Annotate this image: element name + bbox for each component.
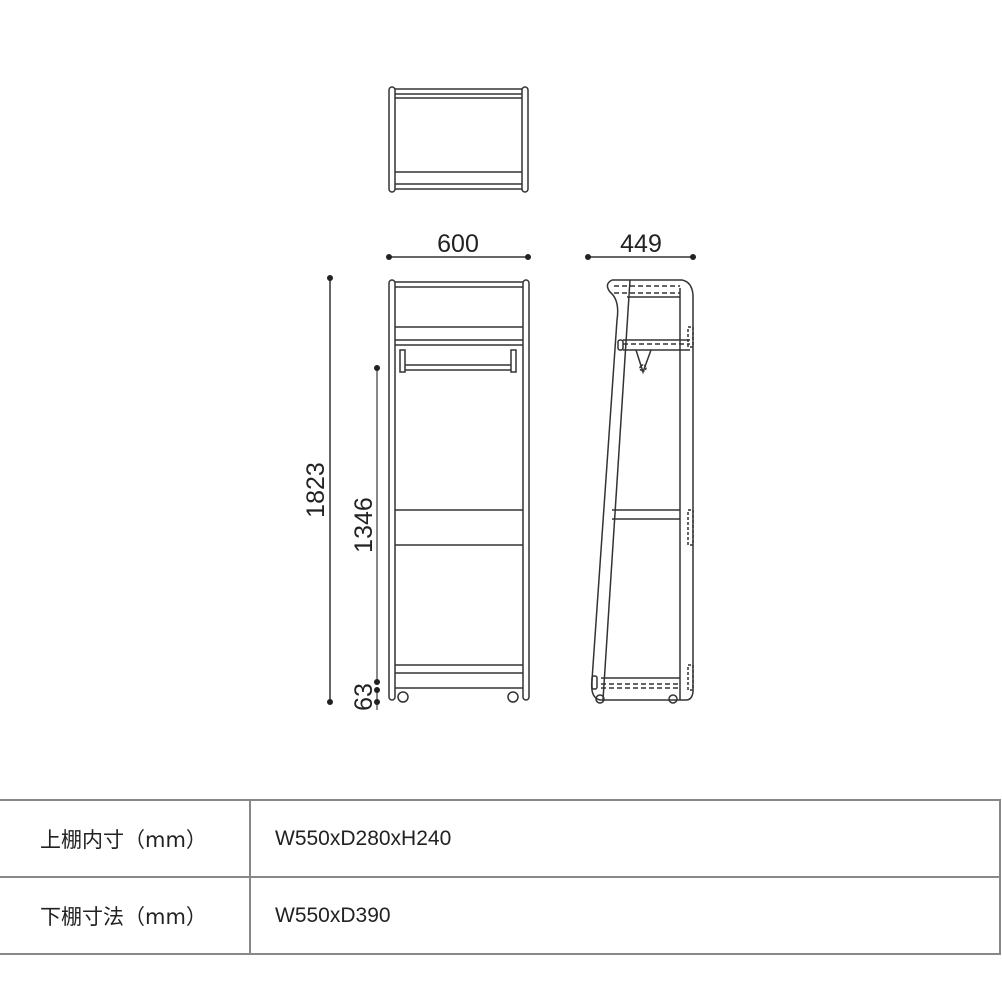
clearance-dimension: 63 [350, 683, 380, 711]
depth-label: 449 [620, 230, 662, 258]
rail-height-label: 1346 [350, 497, 378, 553]
caster-icon [397, 691, 409, 703]
total-height-dimension: 1823 [302, 275, 333, 705]
depth-dimension: 449 [585, 230, 696, 260]
caster-icon [668, 694, 678, 704]
caster-icon [507, 691, 519, 703]
total-height-label: 1823 [302, 462, 330, 518]
side-view [590, 279, 694, 704]
width-label: 600 [437, 230, 479, 258]
lower-shelf-value: W550xD390 [249, 876, 1001, 955]
table-row: 上棚内寸（mm） W550xD280xH240 [0, 799, 1001, 878]
clearance-label: 63 [350, 683, 378, 711]
top-view [388, 86, 529, 193]
table-row: 下棚寸法（mm） W550xD390 [0, 876, 1001, 955]
rail-height-dimension: 1346 [350, 365, 380, 685]
front-view [388, 279, 530, 703]
spec-table: 上棚内寸（mm） W550xD280xH240 下棚寸法（mm） W550xD3… [0, 799, 1001, 955]
lower-shelf-label: 下棚寸法（mm） [0, 876, 251, 955]
caster-icon [595, 694, 605, 704]
upper-shelf-label: 上棚内寸（mm） [0, 799, 251, 878]
upper-shelf-value: W550xD280xH240 [249, 799, 1001, 878]
technical-drawing: 600 449 1823 [302, 86, 696, 711]
width-dimension: 600 [386, 230, 531, 260]
